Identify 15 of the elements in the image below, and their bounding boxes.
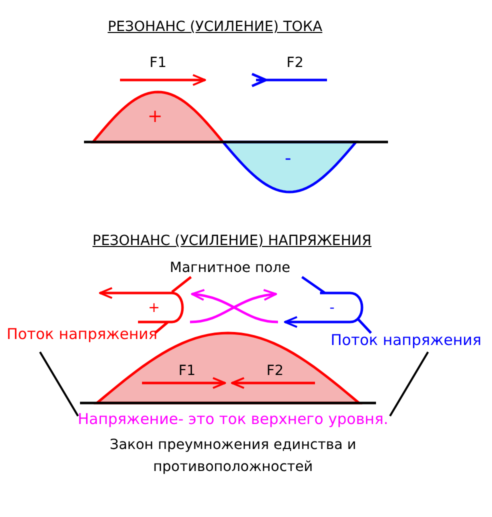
force-label: F2 [266,362,284,381]
definition-text: Напряжение- это ток верхнего уровня. [78,409,388,430]
sign-label: + [147,106,163,128]
force-label: F1 [150,54,166,73]
force-label: F1 [178,362,196,381]
flow-label: Поток напряжения [330,330,482,351]
heading: РЕЗОНАНС (УСИЛЕНИЕ) ТОКА [108,18,322,37]
sign-label: - [329,299,335,318]
force-label: F2 [286,54,304,73]
heading: РЕЗОНАНС (УСИЛЕНИЕ) НАПРЯЖЕНИЯ [92,232,372,251]
law-text: Закон преумножения единства и противоположностей [108,436,358,477]
field-label: Магнитное поле [170,259,290,278]
sign-label: - [284,148,292,170]
sign-label: + [148,299,160,318]
flow-label: Поток напряжения [6,324,158,345]
